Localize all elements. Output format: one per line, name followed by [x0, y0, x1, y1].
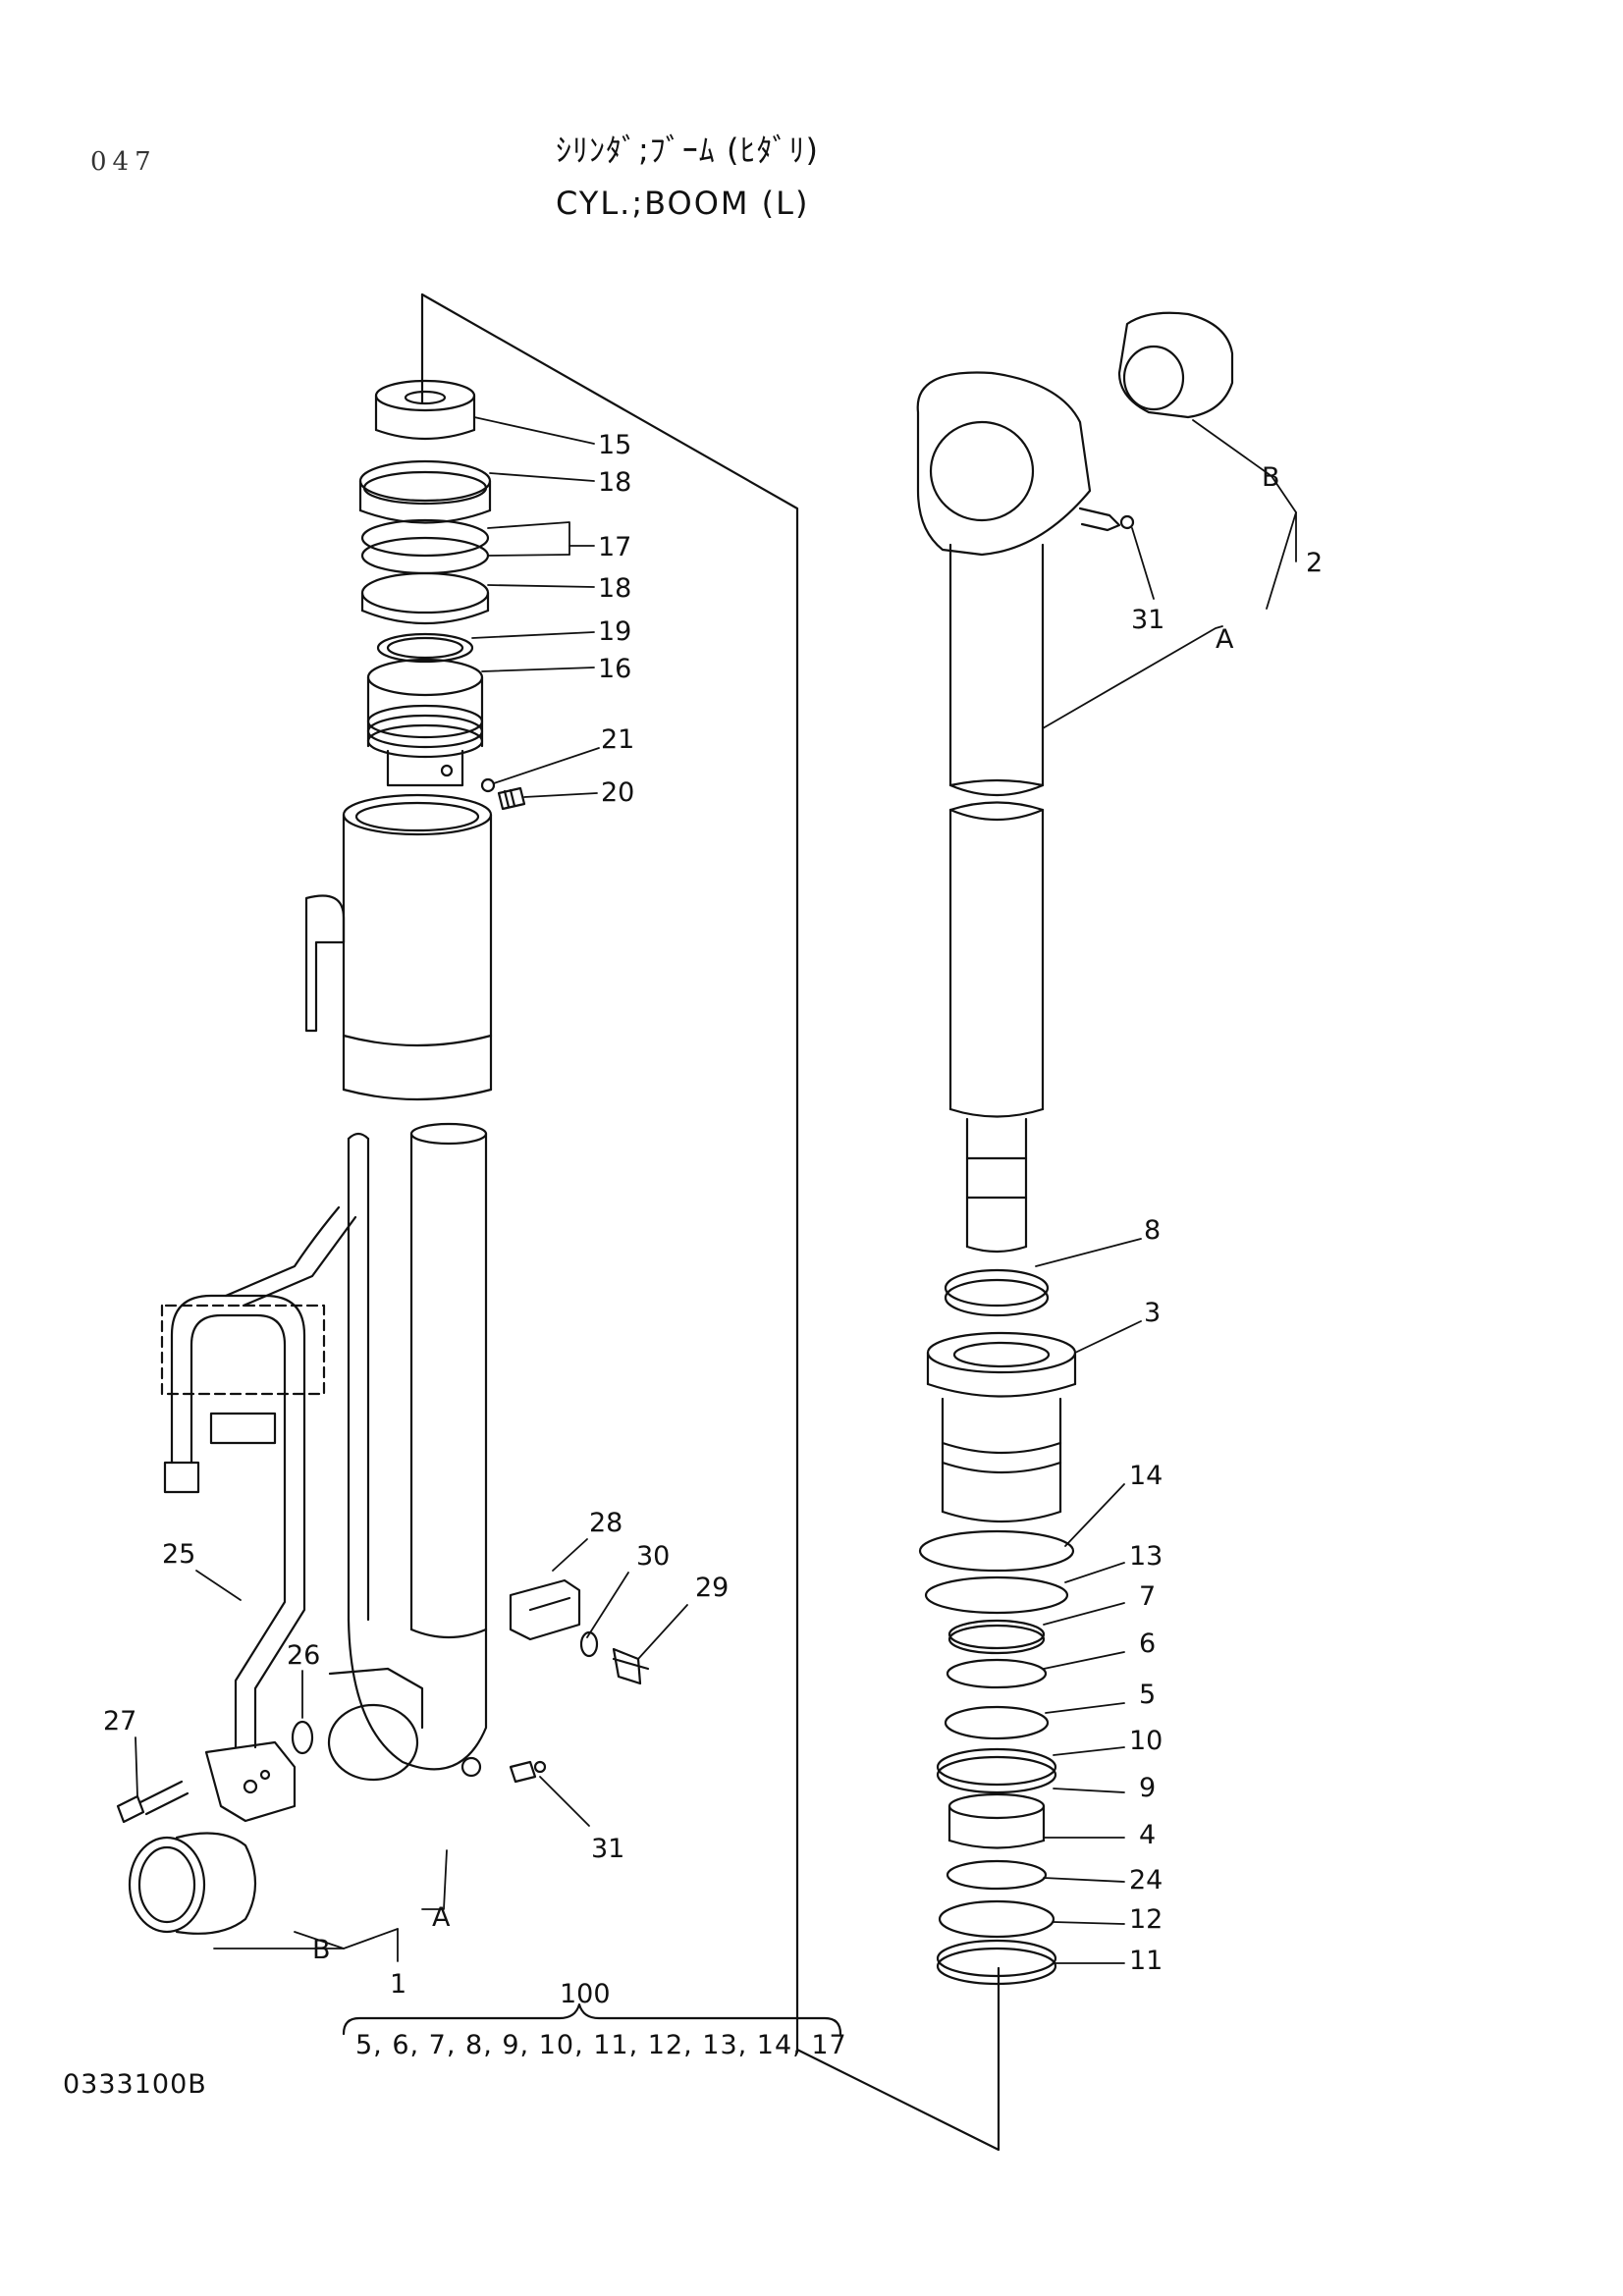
- bushing-b-left: [128, 1832, 257, 1935]
- cylinder-tube-lower: [224, 1122, 488, 1782]
- callout-14: 14: [1129, 1461, 1163, 1491]
- callout-labels: 15 18 17 18 19 16 21 20 28 30 29 25 26 2…: [103, 430, 1323, 2000]
- part-18-backup-ring-upper: [358, 459, 492, 524]
- callout-6: 6: [1139, 1629, 1156, 1659]
- title-english: CYL.;BOOM (L): [556, 185, 810, 222]
- callout-31-right: 31: [1131, 605, 1164, 635]
- callout-7: 7: [1139, 1581, 1156, 1612]
- leader-lines: [135, 416, 1297, 1964]
- part-27-bolt: [116, 1780, 189, 1824]
- callout-a-right: A: [1216, 624, 1234, 655]
- callout-12: 12: [1129, 1904, 1163, 1935]
- part-21-ball: [480, 777, 496, 793]
- part-20-set-screw: [497, 786, 526, 811]
- callout-2: 2: [1306, 548, 1323, 578]
- callout-31-left: 31: [591, 1834, 624, 1864]
- callout-16: 16: [598, 654, 631, 684]
- callout-17: 17: [598, 532, 631, 562]
- callout-26: 26: [287, 1640, 320, 1671]
- pipe-clamp-dashed-outline: [160, 1304, 326, 1396]
- callout-a-left: A: [432, 1902, 451, 1933]
- pipe-flange-block: [204, 1740, 297, 1823]
- part-16-head-cover: [366, 658, 484, 787]
- rod-eye-and-bushing-right: [916, 311, 1234, 557]
- callout-b-right: B: [1262, 462, 1280, 493]
- callout-13: 13: [1129, 1541, 1163, 1572]
- callout-4: 4: [1139, 1820, 1156, 1850]
- part-31-grease-nipple-left: [509, 1760, 547, 1784]
- callout-25: 25: [162, 1539, 195, 1570]
- callout-3: 3: [1144, 1298, 1161, 1328]
- callout-18-upper: 18: [598, 467, 631, 498]
- piston-seal-stack: [918, 1529, 1075, 1986]
- callout-27: 27: [103, 1706, 136, 1736]
- cylinder-tube-upper: [304, 793, 493, 1101]
- callout-24: 24: [1129, 1865, 1163, 1896]
- page-number: 047: [90, 147, 157, 177]
- callout-28: 28: [589, 1508, 622, 1538]
- callout-20: 20: [601, 777, 634, 808]
- title-japanese: ｼﾘﾝﾀﾞ;ﾌﾞｰﾑ (ﾋﾀﾞﾘ): [556, 132, 819, 169]
- callout-5: 5: [1139, 1680, 1156, 1710]
- part-30-washer: [579, 1630, 599, 1658]
- callout-29: 29: [695, 1573, 729, 1603]
- callout-10: 10: [1129, 1726, 1163, 1756]
- callout-8: 8: [1144, 1215, 1161, 1246]
- seal-kit-contents: 5, 6, 7, 8, 9, 10, 11, 12, 13, 14, 17: [355, 2030, 847, 2060]
- callout-1: 1: [390, 1969, 406, 2000]
- part-15-wear-ring: [374, 379, 476, 441]
- callout-18-lower: 18: [598, 573, 631, 604]
- callout-11: 11: [1129, 1946, 1163, 1976]
- callout-9: 9: [1139, 1773, 1156, 1803]
- callout-21: 21: [601, 724, 634, 755]
- callout-19: 19: [598, 616, 631, 647]
- part-25-pipe: [163, 1294, 306, 1749]
- part-29-bolt: [612, 1647, 650, 1685]
- callout-30: 30: [636, 1541, 670, 1572]
- part-8-wear-ring: [944, 1268, 1050, 1317]
- part-26-oring: [291, 1720, 314, 1755]
- callout-b-left: B: [312, 1935, 331, 1965]
- part-19-oring: [376, 632, 474, 664]
- part-28-clamp: [509, 1578, 581, 1641]
- assembly-outline-lines: [420, 293, 1001, 2152]
- piston-rod: [948, 543, 1045, 1254]
- seal-kit-brace: [342, 2002, 842, 2036]
- part-18-backup-ring-lower: [360, 571, 490, 625]
- part-3-piston: [926, 1331, 1077, 1523]
- callout-15: 15: [598, 430, 631, 460]
- drawing-code: 0333100B: [63, 2069, 207, 2100]
- part-17-seal-rings: [360, 518, 490, 575]
- seal-kit-number: 100: [560, 1979, 611, 2009]
